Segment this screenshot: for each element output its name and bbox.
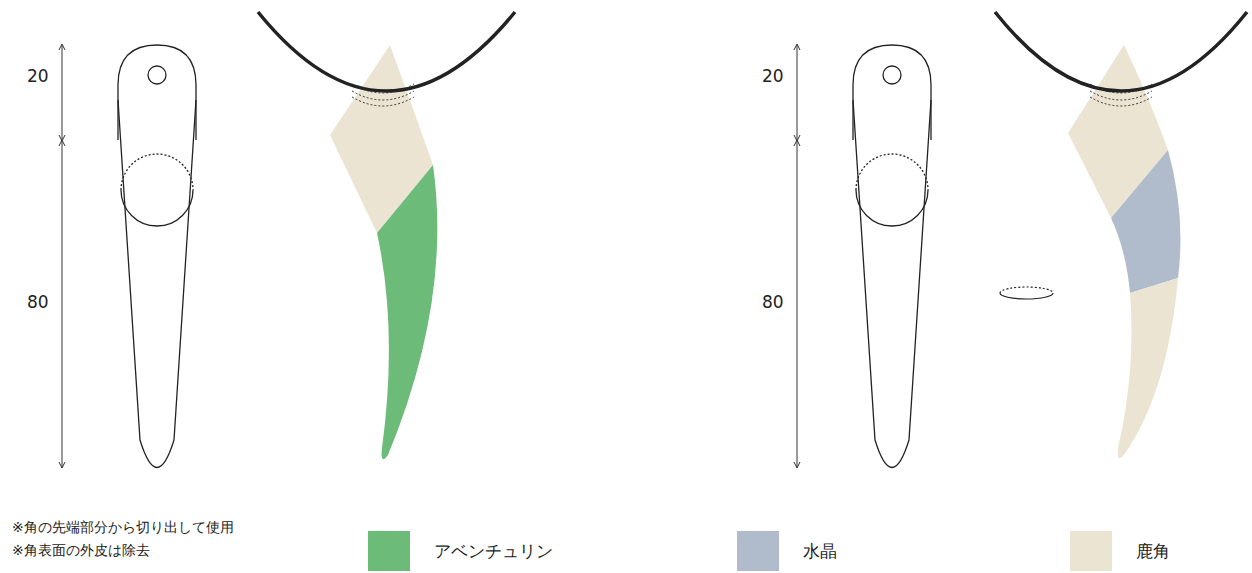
pendant-right	[995, 12, 1247, 458]
legend-swatch	[368, 531, 410, 571]
dimension-label: 80	[762, 292, 784, 312]
note-text: ※角表面の外皮は除去	[12, 542, 150, 559]
dimension-label: 80	[27, 292, 49, 312]
legend-swatch	[1070, 531, 1112, 571]
legend-item: 鹿角	[1070, 531, 1170, 571]
cut-line	[1000, 293, 1053, 299]
legend-item: 水晶	[737, 531, 837, 571]
dimension-label: 20	[27, 66, 49, 86]
outline-drawing	[59, 44, 196, 468]
pendant-left	[258, 12, 515, 459]
legend-text: 鹿角	[1136, 540, 1170, 563]
outline-drawing	[794, 44, 931, 468]
cut-line	[1000, 287, 1053, 293]
legend-text: 水晶	[803, 540, 837, 563]
dimension-label: 20	[762, 66, 784, 86]
legend-item: アベンチュリン	[368, 531, 553, 571]
note-text: ※角の先端部分から切り出して使用	[12, 519, 234, 536]
legend-text: アベンチュリン	[434, 540, 553, 563]
legend-swatch	[737, 531, 779, 571]
